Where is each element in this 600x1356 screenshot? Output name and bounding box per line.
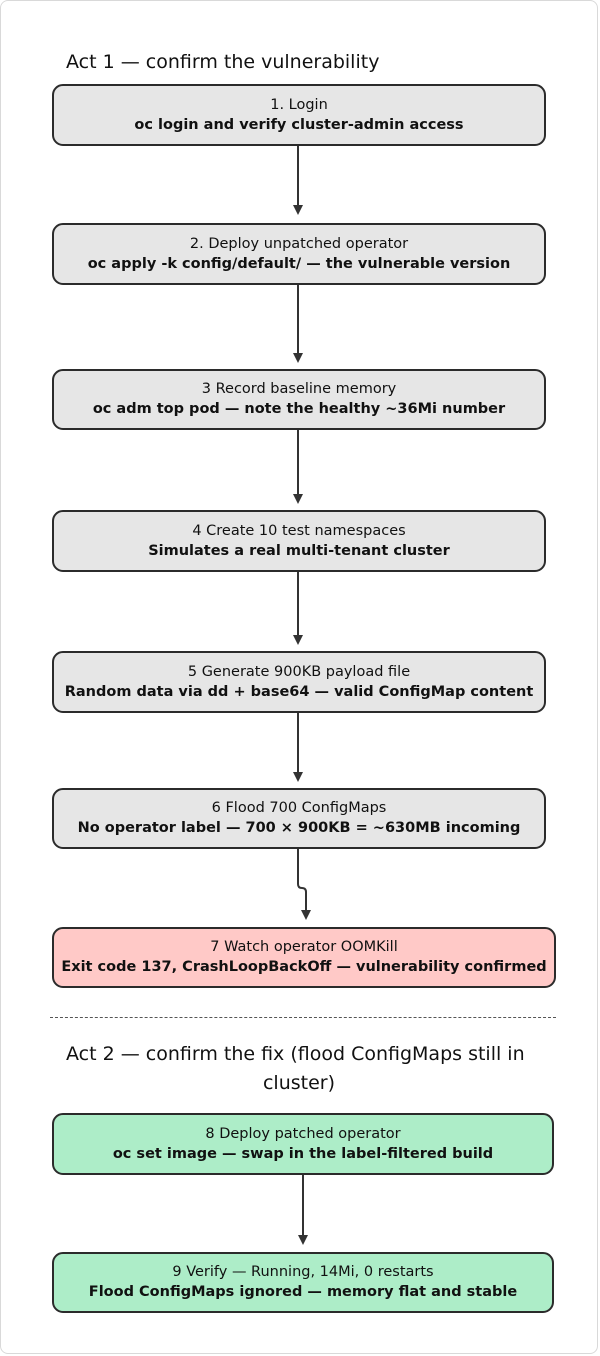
step-detail: oc login and verify cluster-admin access xyxy=(134,116,464,133)
step-title: 2. Deploy unpatched operator xyxy=(189,235,409,252)
step-title: 6 Flood 700 ConfigMaps xyxy=(211,800,387,816)
act2-title-line2: cluster) xyxy=(262,1072,336,1094)
step-title: 5 Generate 900KB payload file xyxy=(187,663,411,680)
step-deploy-unpatched: 2. Deploy unpatched operator oc apply -k… xyxy=(52,223,546,285)
step-record-baseline: 3 Record baseline memory oc adm top pod … xyxy=(52,369,546,430)
step-verify: 9 Verify — Running, 14Mi, 0 restarts Flo… xyxy=(52,1252,554,1313)
act2-title-line1: Act 2 — confirm the fix (flood ConfigMap… xyxy=(66,1043,525,1065)
step-deploy-patched: 8 Deploy patched operator oc set image —… xyxy=(52,1113,554,1175)
step-detail: Flood ConfigMaps ignored — memory flat a… xyxy=(88,1284,518,1300)
step-detail: oc set image — swap in the label-filtere… xyxy=(112,1145,494,1162)
step-watch-oomkill: 7 Watch operator OOMKill Exit code 137, … xyxy=(52,927,556,988)
step-detail: No operator label — 700 × 900KB = ~630MB… xyxy=(77,820,521,836)
step-flood-configmaps: 6 Flood 700 ConfigMaps No operator label… xyxy=(52,788,546,849)
step-title: 1. Login xyxy=(270,96,328,113)
step-create-namespaces: 4 Create 10 test namespaces Simulates a … xyxy=(52,510,546,572)
step-detail: Random data via dd + base64 — valid Conf… xyxy=(64,683,534,700)
step-title: 9 Verify — Running, 14Mi, 0 restarts xyxy=(172,1264,434,1280)
step-login: 1. Login oc login and verify cluster-adm… xyxy=(52,84,546,146)
act-divider xyxy=(50,1017,556,1018)
step-detail: Simulates a real multi-tenant cluster xyxy=(148,542,450,559)
step-generate-payload: 5 Generate 900KB payload file Random dat… xyxy=(52,651,546,713)
step-detail: oc adm top pod — note the healthy ~36Mi … xyxy=(92,401,506,417)
step-detail: oc apply -k config/default/ — the vulner… xyxy=(87,255,511,272)
act1-title: Act 1 — confirm the vulnerability xyxy=(66,51,380,73)
step-title: 3 Record baseline memory xyxy=(201,381,397,397)
step-title: 7 Watch operator OOMKill xyxy=(210,939,398,955)
step-title: 8 Deploy patched operator xyxy=(205,1125,401,1142)
step-detail: Exit code 137, CrashLoopBackOff — vulner… xyxy=(61,959,547,975)
arrow-6-to-7 xyxy=(297,849,311,920)
step-title: 4 Create 10 test namespaces xyxy=(192,522,406,539)
